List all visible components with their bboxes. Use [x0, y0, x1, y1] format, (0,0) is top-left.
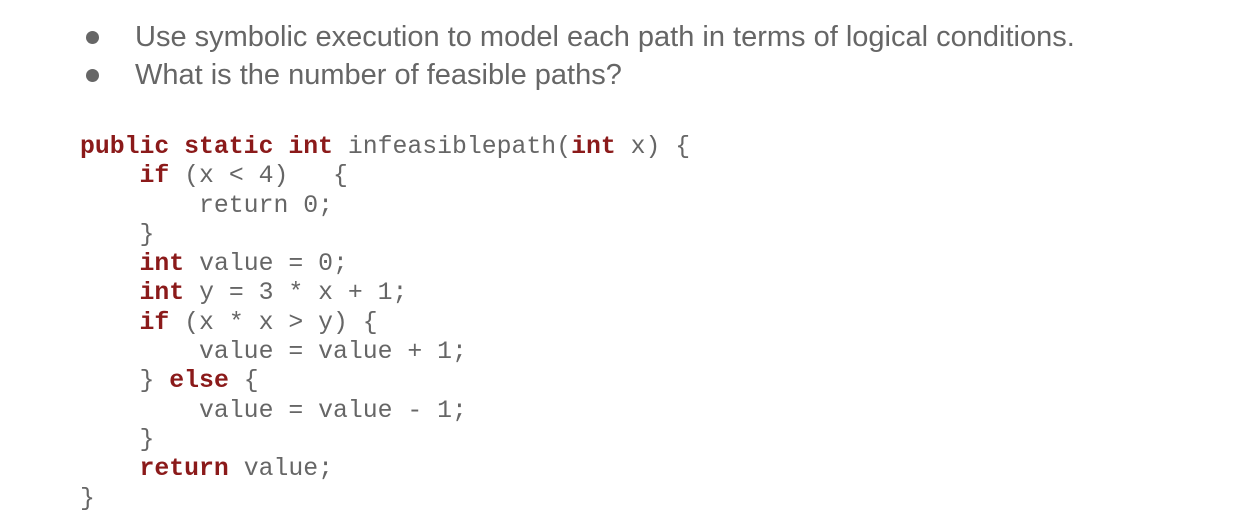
code-line: if (x * x > y) { [80, 309, 690, 338]
code-text: value = value - 1; [80, 396, 467, 425]
code-text [80, 279, 140, 307]
code-text [80, 162, 140, 190]
code-line: } [80, 426, 690, 455]
code-text [80, 455, 140, 483]
code-keyword: if [139, 308, 170, 337]
code-keyword: int [571, 133, 616, 161]
code-text: infeasiblepath( [332, 133, 572, 161]
code-keyword: public static int [80, 133, 333, 161]
bullet-dot-icon [86, 69, 99, 82]
code-text: value; [228, 455, 333, 484]
code-text: } [80, 425, 155, 454]
bullet-dot-icon [86, 31, 99, 44]
code-line: } [80, 485, 690, 514]
bullet-item: Use symbolic execution to model each pat… [80, 18, 1075, 56]
code-text: value = value + 1; [80, 338, 467, 367]
bullet-text: What is the number of feasible paths? [135, 59, 622, 91]
code-line: } [80, 221, 690, 250]
code-text: } [80, 367, 170, 396]
code-block: public static int infeasiblepath(int x) … [80, 133, 690, 514]
code-line: if (x < 4) { [80, 162, 690, 191]
code-text: return 0; [80, 191, 333, 220]
code-text [80, 309, 140, 337]
code-keyword: int [139, 279, 185, 308]
code-keyword: int [139, 250, 185, 279]
code-line: return 0; [80, 192, 690, 221]
question-list: Use symbolic execution to model each pat… [80, 18, 1075, 94]
code-text: x) { [615, 133, 691, 161]
code-line: int y = 3 * x + 1; [80, 279, 690, 308]
code-text: } [80, 484, 95, 513]
bullet-text: Use symbolic execution to model each pat… [135, 21, 1075, 53]
code-line: } else { [80, 367, 690, 396]
code-text: } [80, 220, 155, 249]
code-line: public static int infeasiblepath(int x) … [80, 133, 690, 162]
code-keyword: else [169, 367, 229, 396]
code-line: int value = 0; [80, 250, 690, 279]
code-line: value = value - 1; [80, 397, 690, 426]
code-text: (x * x > y) { [169, 308, 378, 337]
code-text [80, 250, 140, 278]
code-text: (x < 4) { [169, 162, 348, 191]
code-keyword: return [139, 455, 229, 484]
code-keyword: if [139, 162, 170, 191]
code-line: return value; [80, 455, 690, 484]
code-text: { [228, 367, 259, 396]
code-text: y = 3 * x + 1; [184, 279, 408, 308]
code-text: value = 0; [184, 250, 348, 279]
code-line: value = value + 1; [80, 338, 690, 367]
bullet-item: What is the number of feasible paths? [80, 56, 1075, 94]
